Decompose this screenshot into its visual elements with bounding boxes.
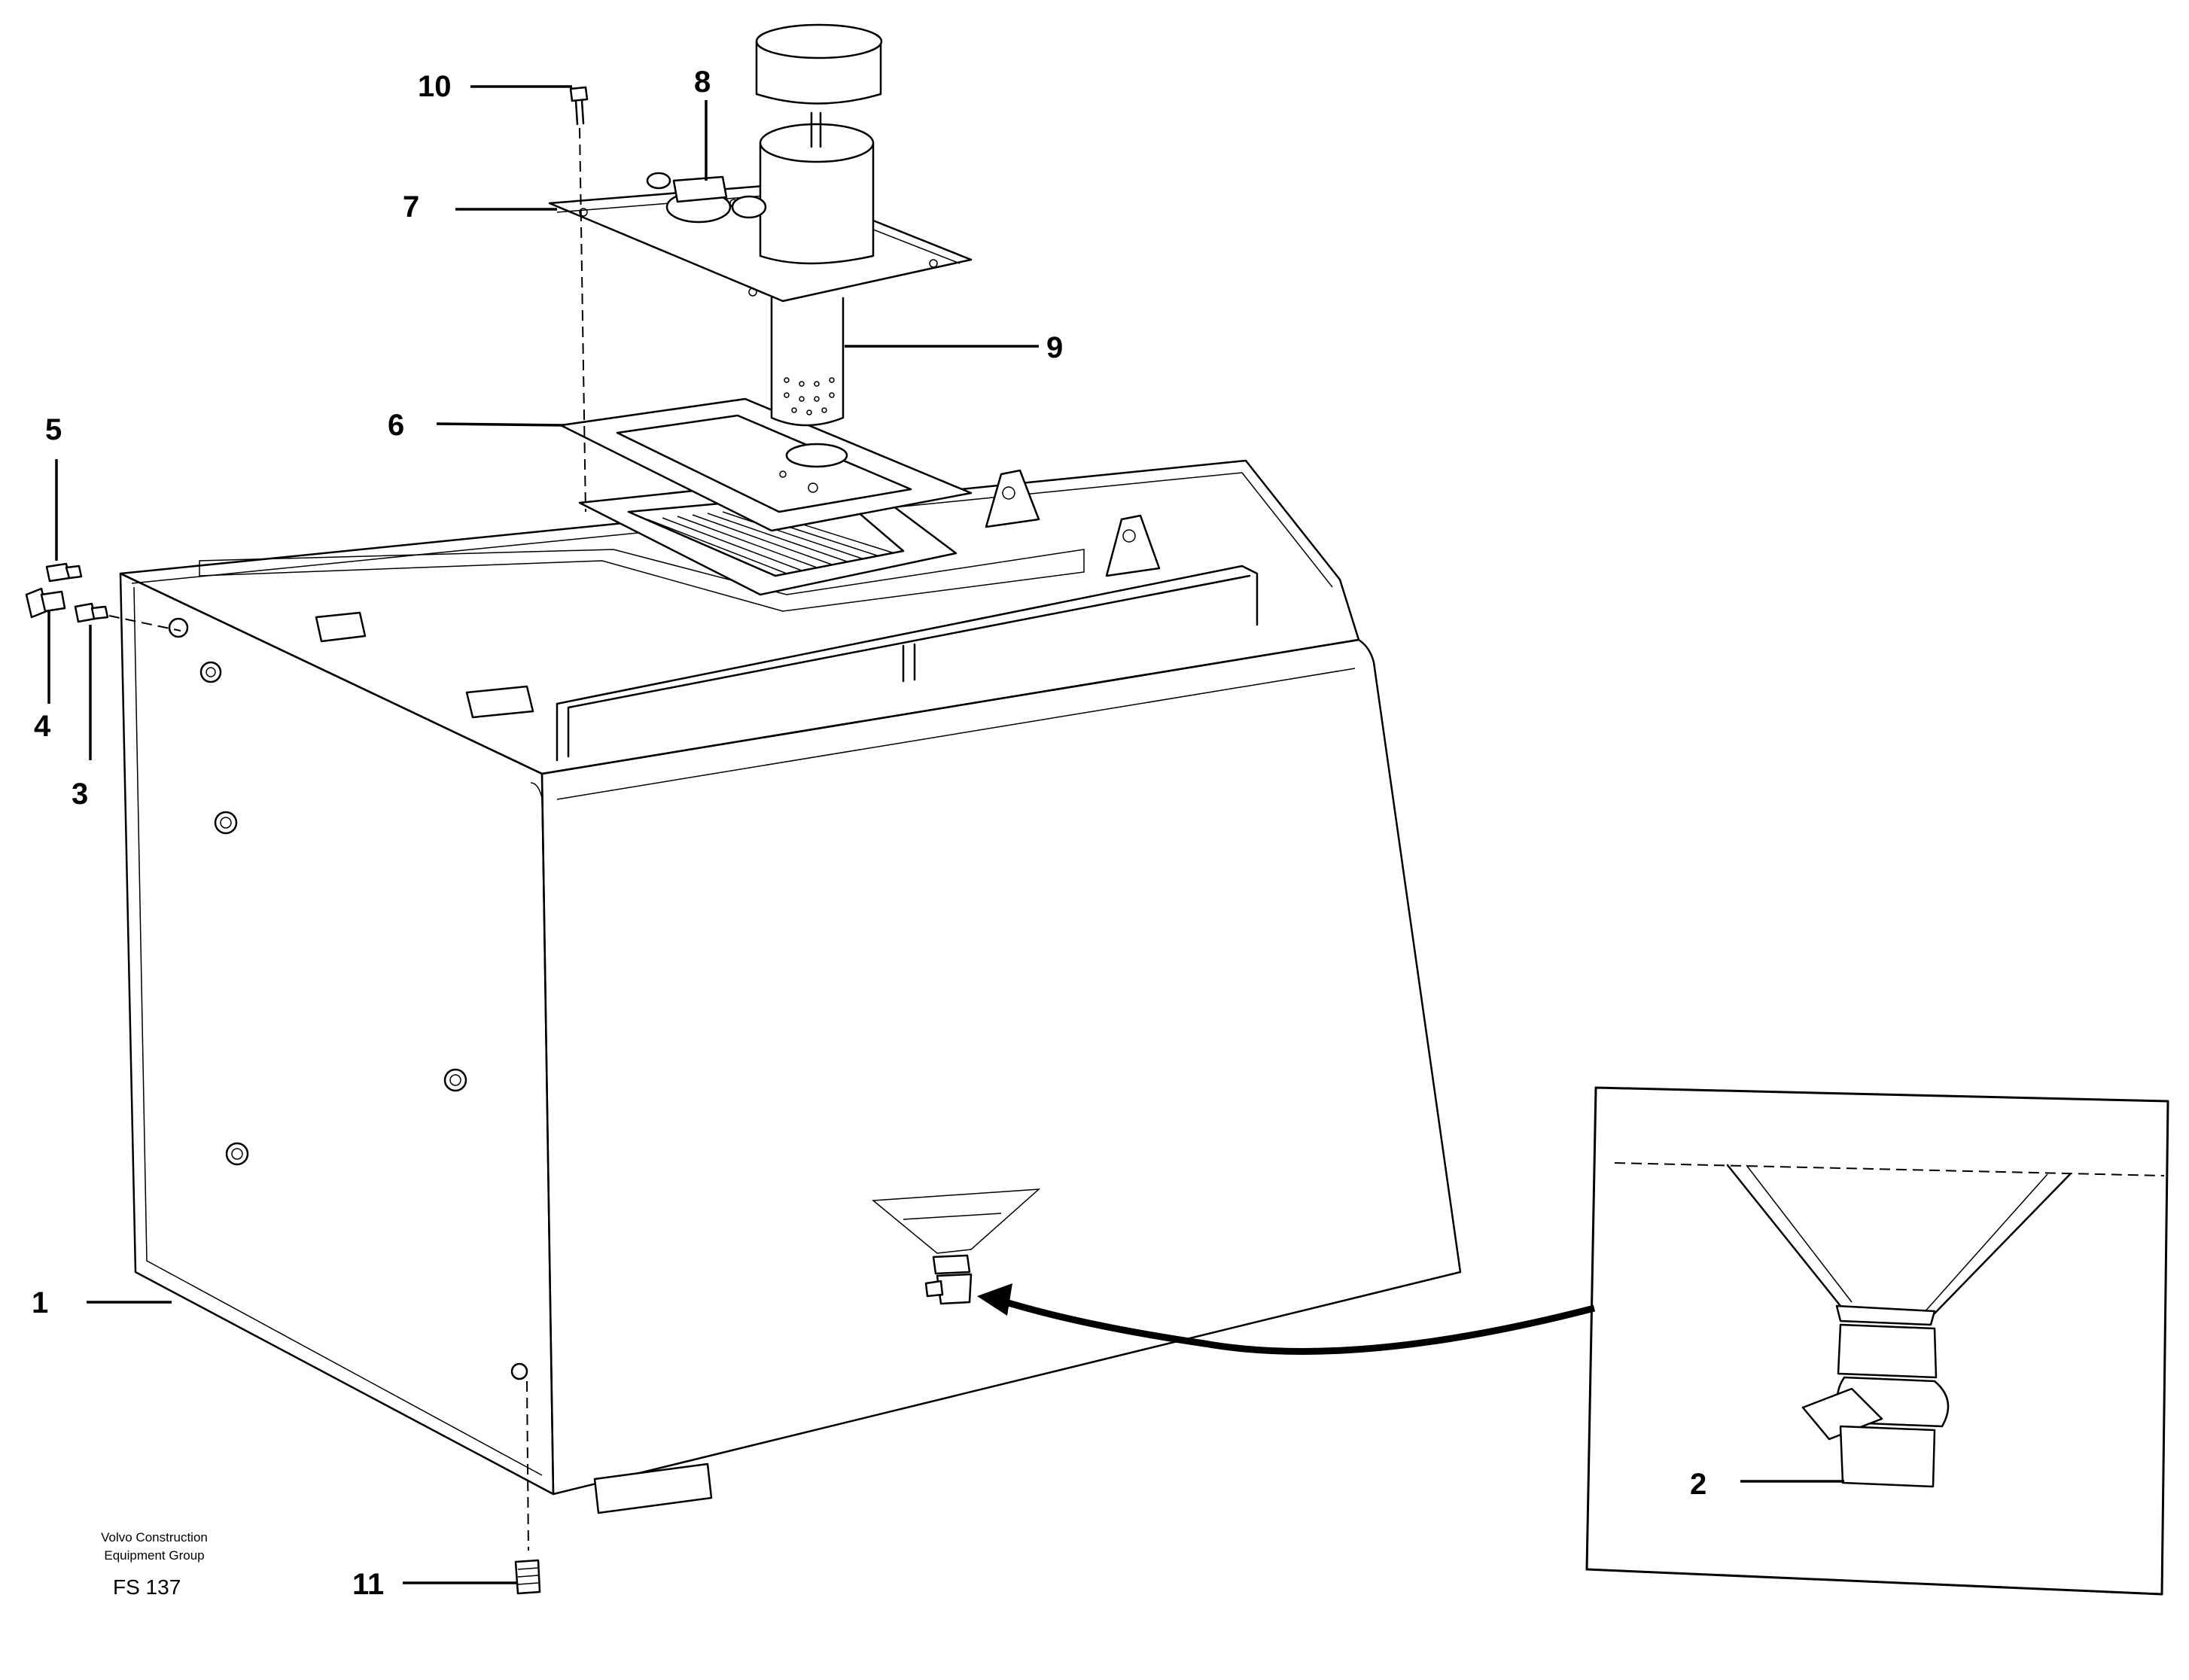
callout-11: 11	[352, 1568, 384, 1601]
callout-3: 3	[72, 778, 88, 811]
figure-number: FS 137	[113, 1575, 181, 1599]
credit-line-1: Volvo Construction	[101, 1530, 208, 1545]
callout-4: 4	[34, 710, 51, 743]
strainer	[770, 297, 848, 468]
callout-8: 8	[694, 65, 711, 99]
callout-10: 10	[418, 70, 452, 103]
callout-labels: 1 2 3 4 5 6 7 8 9 10 11	[32, 65, 1706, 1601]
fittings	[25, 562, 181, 632]
callout-1: 1	[32, 1286, 48, 1319]
gasket	[559, 397, 973, 532]
drain-valve	[872, 1188, 1041, 1305]
callout-leaders	[47, 85, 1844, 1584]
tank-body	[119, 459, 1462, 1514]
screw-10	[569, 86, 589, 513]
breather-filter	[755, 23, 883, 265]
detail-inset	[1585, 1086, 2169, 1596]
level-gauge	[646, 172, 767, 224]
side-bolts	[168, 617, 528, 1380]
credit-block: Volvo Construction Equipment Group FS 13…	[101, 1530, 208, 1599]
callout-5: 5	[45, 413, 62, 446]
callout-2: 2	[1690, 1468, 1706, 1501]
detail-arrow	[977, 1283, 1596, 1355]
callout-6: 6	[388, 409, 404, 442]
screw-11	[514, 1380, 541, 1595]
callout-7: 7	[403, 190, 419, 224]
credit-line-2: Equipment Group	[104, 1548, 204, 1563]
callout-9: 9	[1046, 331, 1063, 364]
